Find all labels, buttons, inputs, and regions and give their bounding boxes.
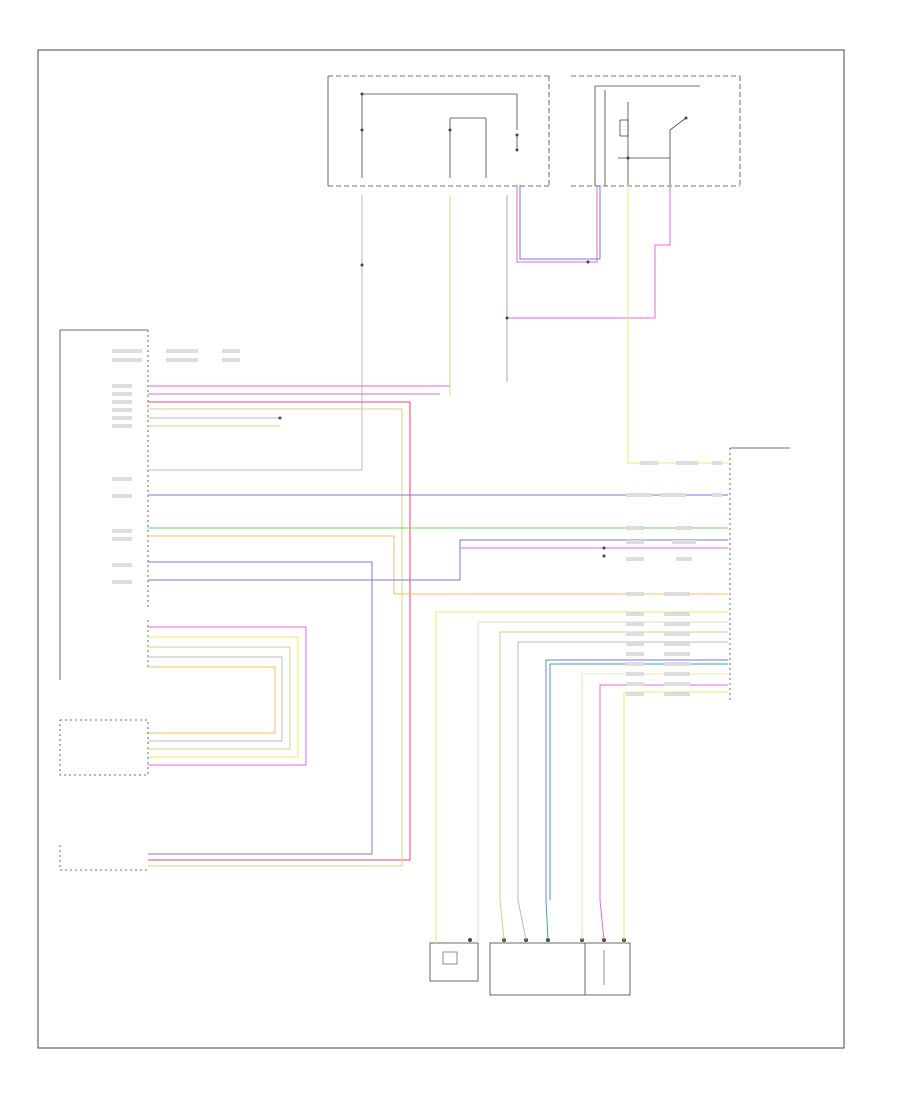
wire-pink-relay: [507, 185, 671, 319]
splice-points: [278, 260, 606, 558]
wire-blue-loop-bottom: [148, 561, 373, 855]
left-module-pin-text: [112, 349, 240, 584]
wire-tan-loop: [148, 408, 403, 867]
wire-pink-loop: [516, 185, 598, 263]
bottom-left-module: [59, 845, 148, 871]
sensor-block-mid: [59, 626, 307, 776]
wire-lightgreen-to-bottom: [581, 673, 728, 900]
wire-yellow-power: [627, 185, 728, 464]
relay-box-top-right: [571, 75, 741, 187]
wire-pink-to-bottom: [599, 684, 728, 900]
bottom-connectors: [429, 899, 631, 996]
wire-teal-to-bottom: [549, 663, 728, 900]
wire-blue-right-link: [148, 539, 728, 581]
wire-red-loop: [148, 401, 411, 861]
wire-gray-to-bottom: [517, 641, 728, 900]
left-module-box: [59, 329, 149, 680]
diagram-border: [37, 49, 845, 1049]
fuse-box-top: [327, 75, 550, 187]
right-module-pin-text: [626, 461, 722, 696]
wire-blue-loop: [519, 185, 601, 260]
right-module-box: [729, 447, 790, 700]
wire-orange-loop: [148, 535, 728, 595]
wire-blue-to-bottom: [545, 659, 728, 900]
wire-white-to-bottom: [477, 621, 728, 900]
wire-tan-to-bottom: [499, 631, 728, 900]
wire-yellow2-to-bottom: [623, 691, 728, 900]
